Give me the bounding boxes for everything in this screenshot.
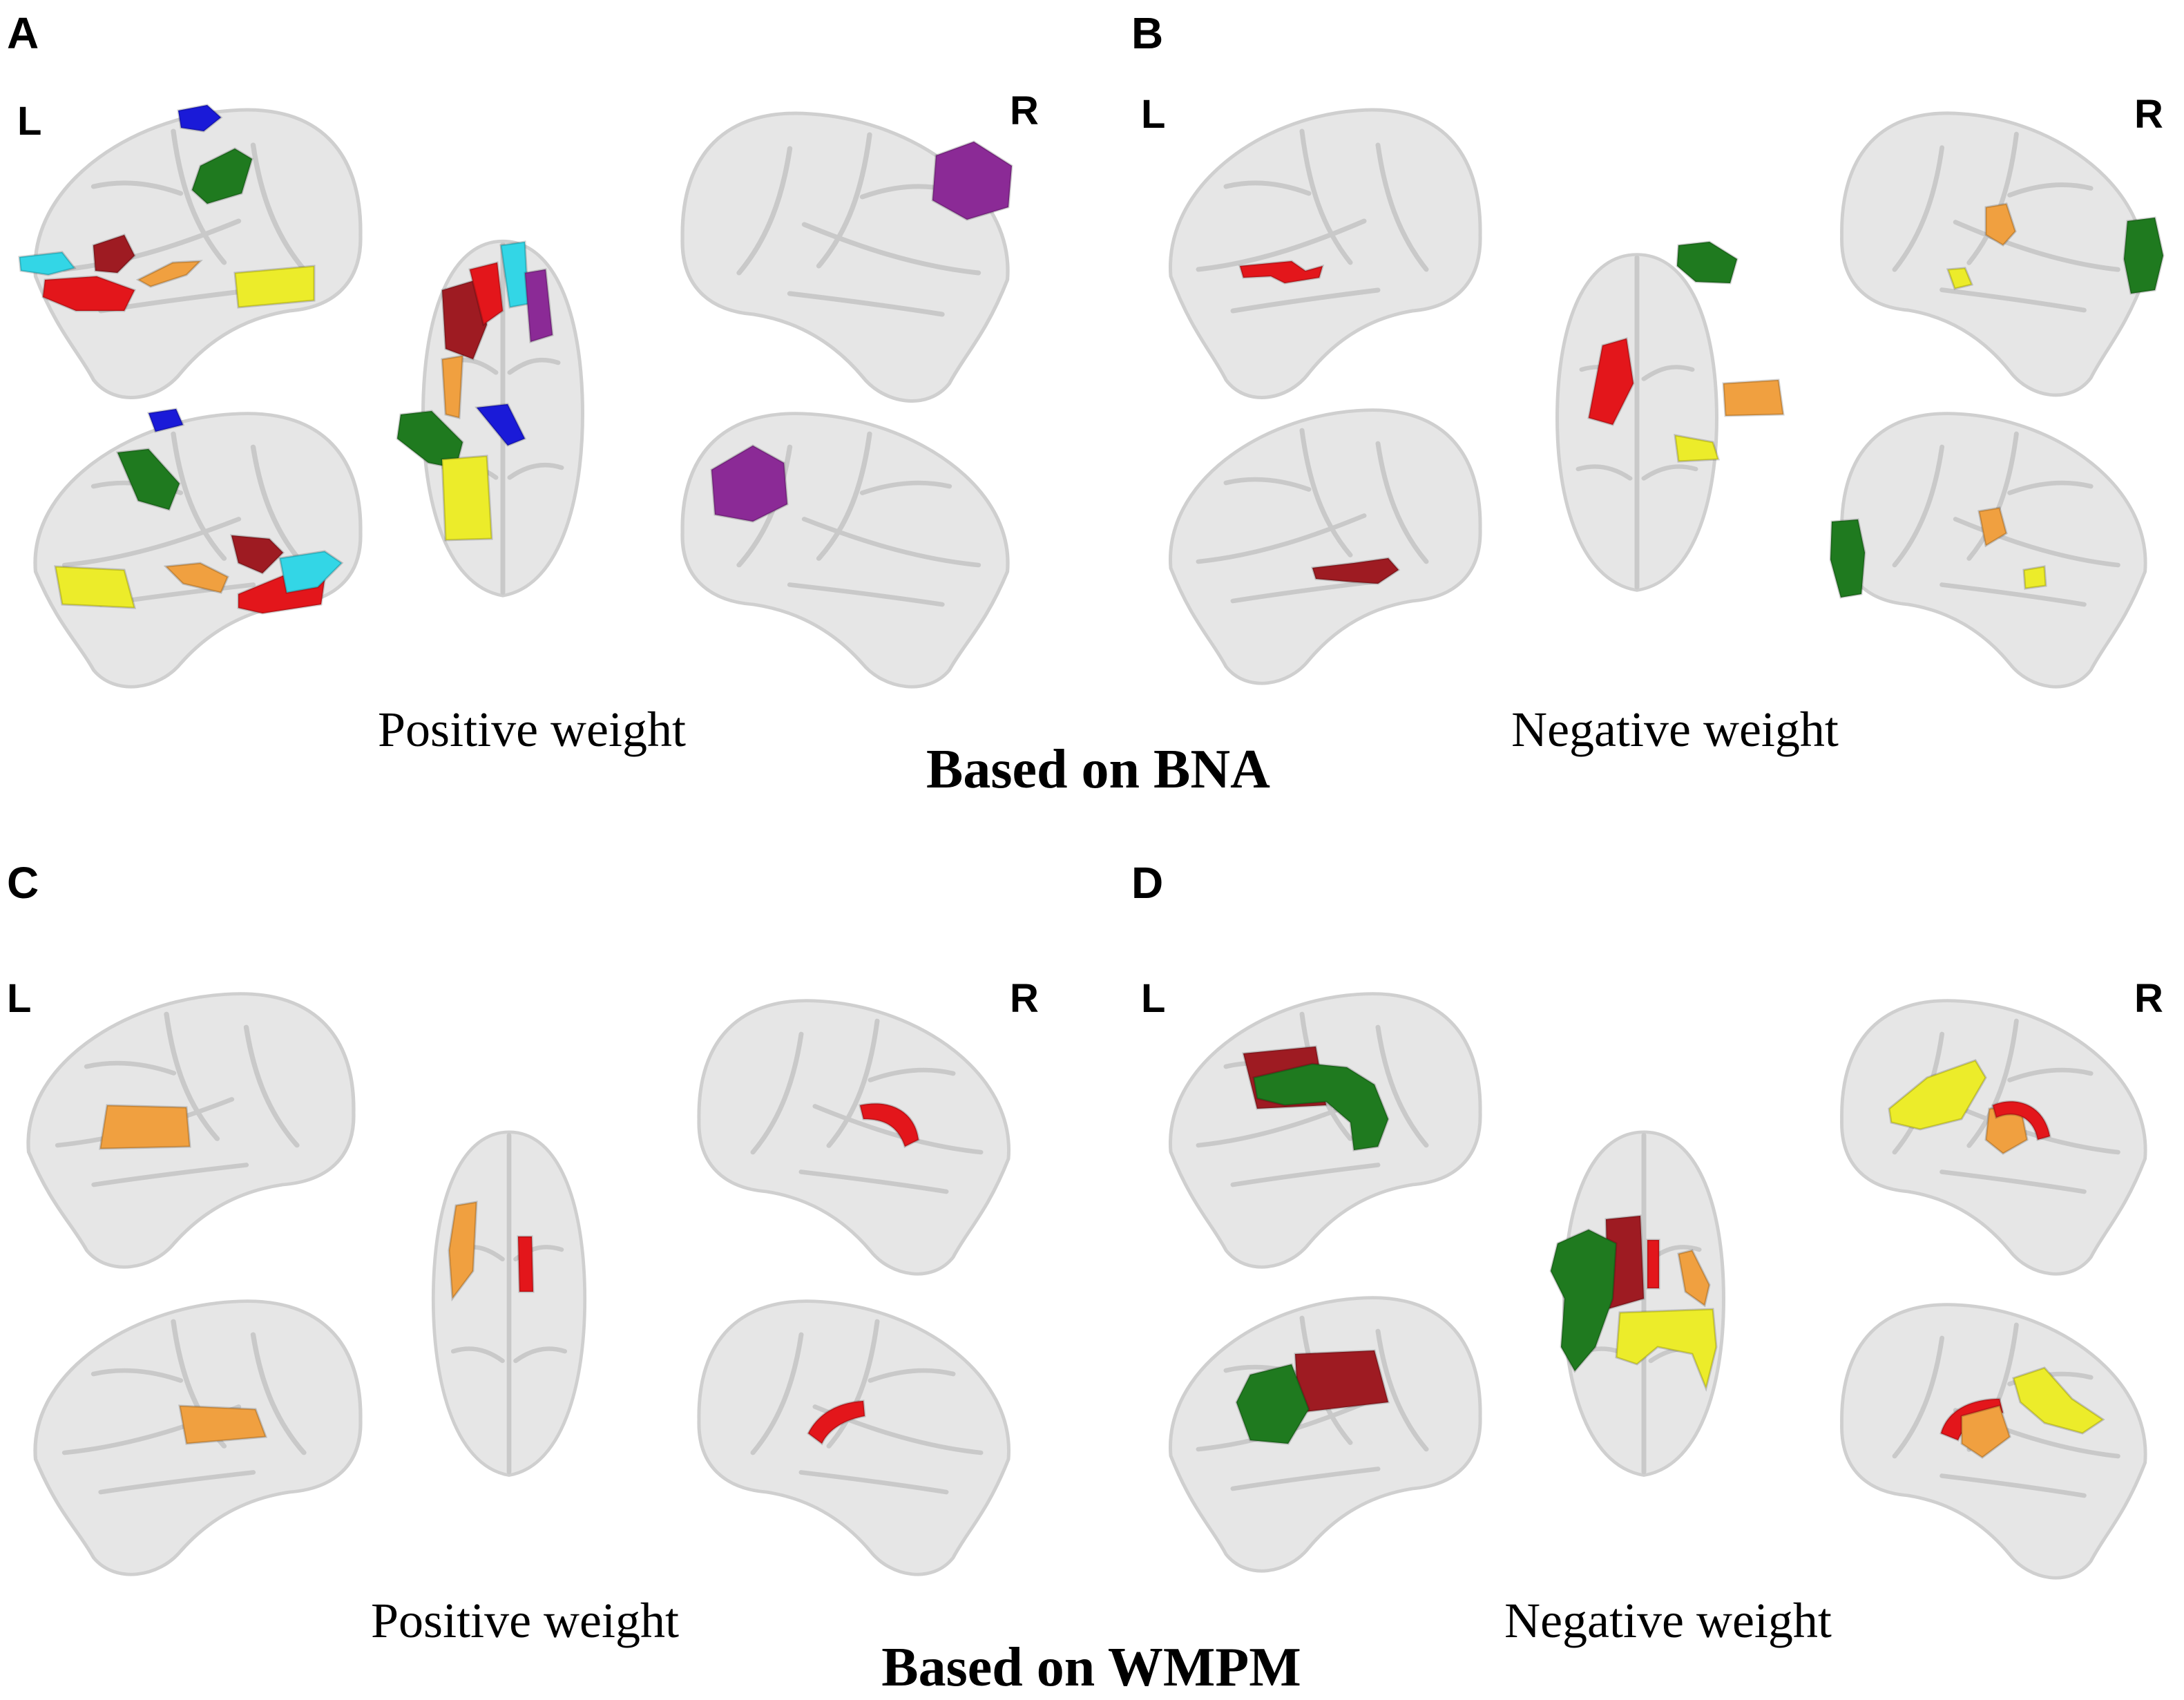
region-purple [524,268,554,343]
hemisphere-label-left-b: L [1141,92,1165,137]
brain-medial-left-a [35,414,361,687]
region-yellow [2012,1366,2105,1435]
brain-lateral-left-a [35,110,361,397]
region-yellow [1888,1059,1987,1131]
region-green [1252,1062,1390,1152]
region-red [517,1235,535,1293]
region-yellow [441,455,493,542]
panel-letter-b: B [1131,8,1163,58]
caption-negative-weight-b: Negative weight [1511,702,1839,757]
hemisphere-label-right-a: R [1010,88,1039,133]
region-dark-red [92,233,136,274]
caption-positive-weight-c: Positive weight [371,1593,679,1648]
brain-lateral-left-c [28,994,354,1268]
region-dark-red [441,278,488,361]
region-red [468,261,504,327]
panel-a [18,104,1013,687]
region-orange [441,354,464,419]
region-orange [135,260,203,288]
region-red [1238,260,1325,285]
brain-lateral-left-b [1170,110,1480,397]
region-blue [177,104,223,133]
brain-lateral-right-b [1841,113,2145,395]
hemisphere-label-right-c: R [1010,976,1039,1021]
panel-letter-d: D [1131,858,1163,908]
region-orange [448,1201,478,1302]
region-purple [710,444,789,523]
brain-medial-left-d [1170,1298,1480,1572]
region-blue [146,408,185,433]
region-yellow [1946,267,1974,290]
region-red [1587,337,1635,426]
region-green [2123,216,2165,295]
brain-lateral-right-c [699,1001,1009,1274]
region-orange [1960,1404,2011,1459]
hemisphere-label-left-c: L [7,976,31,1021]
hemisphere-label-right-b: R [2134,92,2163,137]
region-green [191,147,253,205]
atlas-caption-wmpm: Based on WMPM [881,1637,1301,1698]
region-green [1676,240,1738,285]
brain-dorsal-c [433,1132,584,1475]
region-yellow [2022,565,2047,590]
hemisphere-label-right-d: R [2134,976,2163,1021]
region-orange [1722,379,1785,417]
atlas-caption-bna: Based on BNA [926,739,1270,800]
region-yellow [233,265,316,309]
panel-letter-c: C [7,858,39,908]
brain-medial-right-c [699,1301,1009,1575]
region-purple [931,140,1013,221]
panel-letter-a: A [7,8,39,58]
region-dark-red [1311,557,1401,585]
region-green [115,448,181,511]
region-red [1991,1100,2051,1141]
region-red [1646,1239,1660,1290]
panel-d [1170,994,2145,1578]
region-red [807,1400,866,1446]
region-yellow [54,565,136,609]
region-yellow [1674,434,1721,463]
region-cyan [278,550,344,594]
region-green [1829,518,1866,599]
region-orange [1677,1249,1711,1308]
caption-negative-weight-d: Negative weight [1504,1593,1832,1648]
region-dark-red [230,534,285,575]
panel-b [1170,110,2165,687]
region-orange [1977,506,2008,548]
region-green [1549,1228,1618,1373]
region-green [1235,1363,1310,1445]
brain-dorsal-b [1558,255,1717,591]
region-orange [178,1404,268,1445]
hemisphere-label-left-d: L [1141,976,1165,1021]
caption-positive-weight-a: Positive weight [378,702,686,757]
region-blue [475,403,527,447]
region-red [41,275,137,312]
region-dark-red [1294,1349,1390,1414]
region-orange [99,1104,191,1150]
brain-medial-right-b [1841,414,2145,687]
hemisphere-label-left-a: L [17,99,41,144]
brain-medial-right-a [682,414,1008,687]
region-orange [1984,202,2017,247]
brain-medial-left-b [1170,410,1480,684]
region-cyan [18,251,77,276]
region-yellow [1615,1308,1718,1392]
panel-c [28,994,1009,1575]
region-orange [163,562,229,594]
brain-lateral-left-d [1170,994,1480,1268]
region-red [859,1102,920,1149]
